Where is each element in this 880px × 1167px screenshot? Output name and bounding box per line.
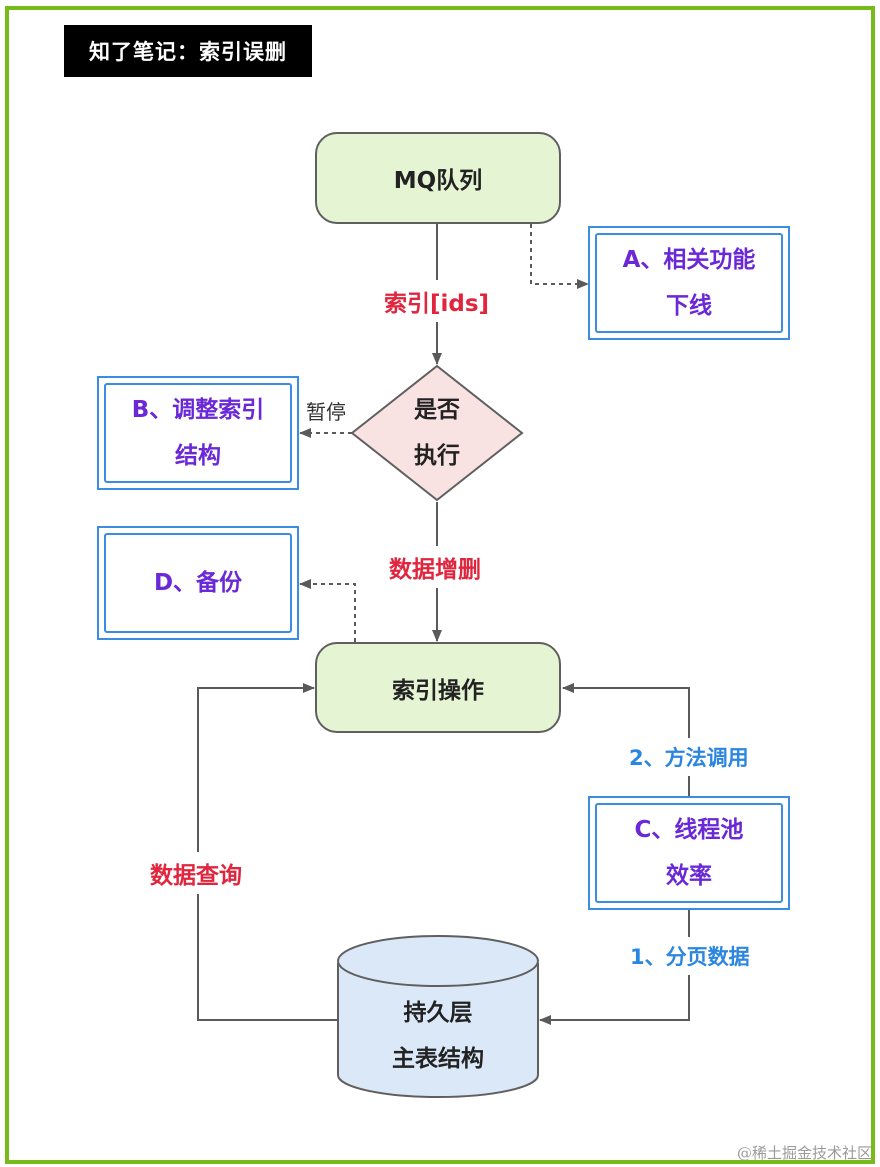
index-operation-node[interactable]: 索引操作 (315, 642, 561, 733)
note-a-line2: 下线 (666, 293, 712, 319)
note-c-line1: C、线程池 (634, 817, 744, 843)
note-c-line2: 效率 (666, 863, 712, 889)
persistence-database-node[interactable]: 持久层 主表结构 (338, 990, 538, 1082)
edge-label-page-data: 1、分页数据 (628, 937, 752, 975)
database-cylinder-shape (337, 935, 539, 1098)
edge-label-index-ids: 索引[ids] (382, 280, 492, 322)
watermark: @稀土掘金技术社区 (736, 1144, 872, 1162)
mq-queue-node[interactable]: MQ队列 (315, 132, 561, 224)
note-d-line1: D、备份 (153, 570, 243, 596)
decision-node[interactable]: 是否 执行 (387, 387, 487, 479)
persistence-label-line1: 持久层 (403, 1000, 473, 1026)
diagram-frame (5, 6, 875, 1164)
edge-index-op-to-note-d (299, 579, 356, 642)
note-a-line1: A、相关功能 (622, 247, 756, 273)
note-b-line2: 结构 (175, 443, 221, 469)
index-operation-label: 索引操作 (392, 677, 484, 704)
persistence-label-line2: 主表结构 (392, 1046, 484, 1072)
note-d[interactable]: D、备份 (97, 526, 299, 640)
note-a[interactable]: A、相关功能 下线 (588, 226, 790, 340)
decision-label-line2: 执行 (414, 443, 460, 469)
edge-label-data-query: 数据查询 (148, 852, 244, 894)
edge-label-pause: 暂停 (306, 400, 346, 424)
edge-label-data-add-delete: 数据增删 (387, 546, 483, 588)
decision-diamond-shape (350, 364, 524, 502)
mq-queue-label: MQ队列 (393, 168, 483, 194)
note-b[interactable]: B、调整索引 结构 (97, 376, 299, 490)
decision-label-line1: 是否 (414, 397, 460, 423)
title-badge: 知了笔记：索引误删 (64, 25, 312, 77)
edge-label-method-call: 2、方法调用 (627, 738, 751, 776)
edge-mq-to-note-a (530, 224, 589, 289)
note-c[interactable]: C、线程池 效率 (588, 796, 790, 910)
note-b-line1: B、调整索引 (131, 397, 265, 423)
